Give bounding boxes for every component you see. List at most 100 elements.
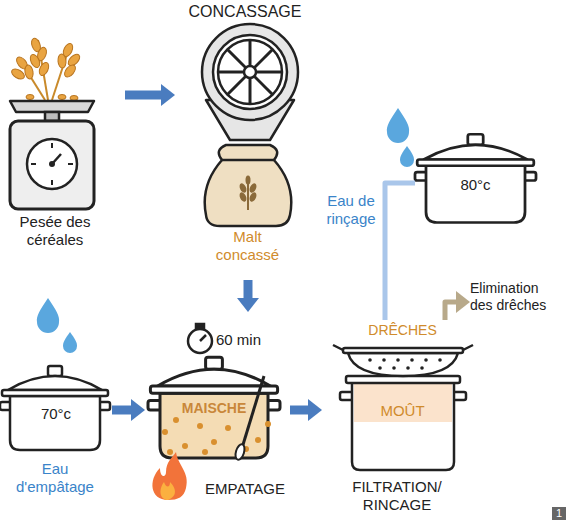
connector-label: Eau de rinçage [320, 192, 382, 228]
weighing-scale [57, 54, 66, 69]
stirring-paddle [234, 443, 246, 461]
process-step: CONCASSAGE [175, 0, 315, 140]
colander-box: DRÊCHES [345, 320, 460, 378]
node-label: 70°c [0, 405, 112, 423]
node-label: Elimination des drêches [470, 280, 562, 314]
timer-icon [188, 329, 212, 353]
flow-arrow [244, 280, 253, 298]
grain-mill [218, 40, 282, 104]
node-label: Malt concassé [210, 228, 285, 264]
colander [410, 358, 414, 362]
weighing-scale [31, 163, 36, 165]
water-pot: 80°c [415, 130, 540, 225]
process-step: Pesée des céréales [5, 30, 125, 255]
node-label: Pesée des céréales [10, 213, 100, 249]
colander [406, 366, 410, 370]
weighing-scale [51, 143, 53, 148]
water-drops [400, 146, 414, 167]
malt-bag [247, 182, 249, 210]
colander [343, 348, 463, 353]
timer-icon [188, 324, 212, 353]
mash-pot [148, 357, 280, 458]
weighing-scale [31, 143, 73, 185]
timer-icon [196, 324, 204, 328]
malt-bag [222, 159, 274, 162]
weighing-scale [37, 61, 50, 77]
malt-bag [248, 182, 258, 194]
colander [424, 358, 428, 362]
flame-icon [152, 452, 186, 500]
grain-mill [227, 49, 273, 95]
water-drops [387, 108, 409, 143]
filtration-pot: MOÛT FILTRATION/ RINCAGE [322, 378, 472, 518]
colander [348, 353, 458, 376]
weighing-scale [10, 101, 94, 112]
output-note: Elimination des drêches [470, 278, 562, 338]
filtration-pot [340, 376, 466, 470]
flow-arrow [112, 406, 131, 415]
weighing-scale [10, 67, 26, 81]
colander [396, 358, 400, 362]
weighing-scale [68, 163, 73, 165]
flame-icon [161, 482, 175, 500]
mash-grains [202, 449, 208, 455]
weighing-scale [26, 95, 34, 100]
weighing-scale [10, 37, 82, 100]
node-label: 80°c [415, 176, 536, 194]
mash-grains [211, 439, 217, 445]
node-caption: FILTRATION/ RINCAGE [322, 478, 472, 514]
colander [420, 366, 424, 370]
weighing-scale [62, 63, 77, 79]
malt-bag [238, 176, 258, 203]
water-drops [37, 298, 77, 353]
node-caption: Eau d'empâtage [5, 460, 105, 496]
grain-mill [244, 66, 256, 78]
colander [368, 358, 372, 362]
grain-mill [202, 24, 298, 120]
colander [463, 345, 473, 350]
malt-bag [238, 182, 248, 194]
grain-mill [218, 40, 282, 104]
flow-arrow [445, 302, 456, 320]
mash-grains [197, 423, 203, 429]
mash-grains [182, 443, 188, 449]
grain-mill [227, 49, 273, 95]
grain-mill [213, 35, 287, 109]
filtration-pot [352, 382, 454, 470]
malt-bag [246, 176, 251, 185]
malt-bag [238, 191, 248, 203]
weighing-scale [58, 95, 66, 100]
water-drops [63, 332, 77, 353]
flow-arrow [290, 406, 308, 415]
water-drops [37, 298, 59, 333]
grain-mill [202, 24, 298, 140]
stirring-paddle [234, 376, 264, 461]
colander [333, 345, 343, 350]
weighing-scale [24, 64, 34, 79]
mash-grains [173, 417, 179, 423]
colander [368, 358, 442, 370]
node-label: CONCASSAGE [175, 2, 315, 21]
weighing-scale [49, 161, 55, 167]
colander [392, 366, 396, 370]
timer-icon [200, 335, 206, 341]
mash-grains [162, 417, 271, 455]
weighing-scale [27, 139, 77, 189]
weighing-scale [10, 37, 94, 209]
duration-label: 60 min [216, 331, 276, 349]
weighing-scale [10, 121, 94, 209]
node-label: MOÛT [345, 402, 460, 420]
ingredient-box: Malt concassé [200, 140, 295, 280]
page-number: 1 [552, 507, 566, 520]
cooking-pot [415, 134, 536, 222]
mash-grains [225, 425, 231, 431]
mash-grains [167, 449, 173, 455]
water-pot: 70°cEau d'empâtage [0, 300, 112, 505]
flame-icon [152, 452, 186, 500]
node-label: MAISCHE [148, 400, 280, 417]
colander [382, 358, 386, 362]
water-drops [387, 108, 414, 167]
colander [378, 366, 382, 370]
